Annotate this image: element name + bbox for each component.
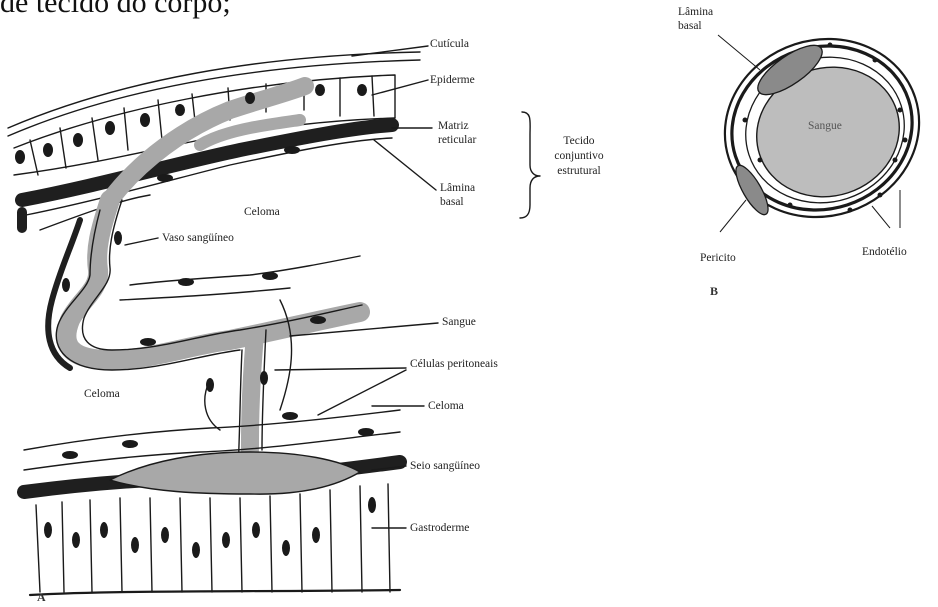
label-celoma-left: Celoma (84, 388, 120, 401)
leader-pericito (720, 200, 746, 232)
label-b-pericito: Pericito (700, 252, 736, 265)
label-epiderme: Epiderme (430, 74, 475, 87)
label-b-lamina-2: basal (678, 20, 702, 33)
label-cuticula: Cutícula (430, 38, 469, 51)
label-b-sangue: Sangue (808, 120, 842, 133)
label-matriz-1: Matriz (438, 120, 469, 133)
label-b-lamina-1: Lâmina (678, 6, 713, 19)
label-tecido-1: Tecido (544, 135, 614, 148)
label-matriz-2: reticular (438, 134, 476, 147)
label-tecido-2: conjuntivo (544, 150, 614, 163)
leader-lamina-b (718, 35, 760, 70)
label-lamina-1: Lâmina (440, 182, 475, 195)
label-celulas: Células peritoneais (410, 358, 498, 371)
label-tecido-3: estrutural (544, 165, 614, 178)
label-celoma-right: Celoma (428, 400, 464, 413)
panel-a-letter: A (37, 590, 46, 605)
label-seio: Seio sangüíneo (410, 460, 480, 473)
label-sangue: Sangue (442, 316, 476, 329)
panel-b-letter: B (710, 284, 718, 299)
label-gastroderme: Gastroderme (410, 522, 469, 535)
label-lamina-2: basal (440, 196, 464, 209)
label-celoma-upper: Celoma (244, 206, 280, 219)
label-b-endotelio: Endotélio (862, 246, 907, 259)
label-vaso: Vaso sangüíneo (162, 232, 234, 245)
leader-endotelio-1 (872, 206, 890, 228)
